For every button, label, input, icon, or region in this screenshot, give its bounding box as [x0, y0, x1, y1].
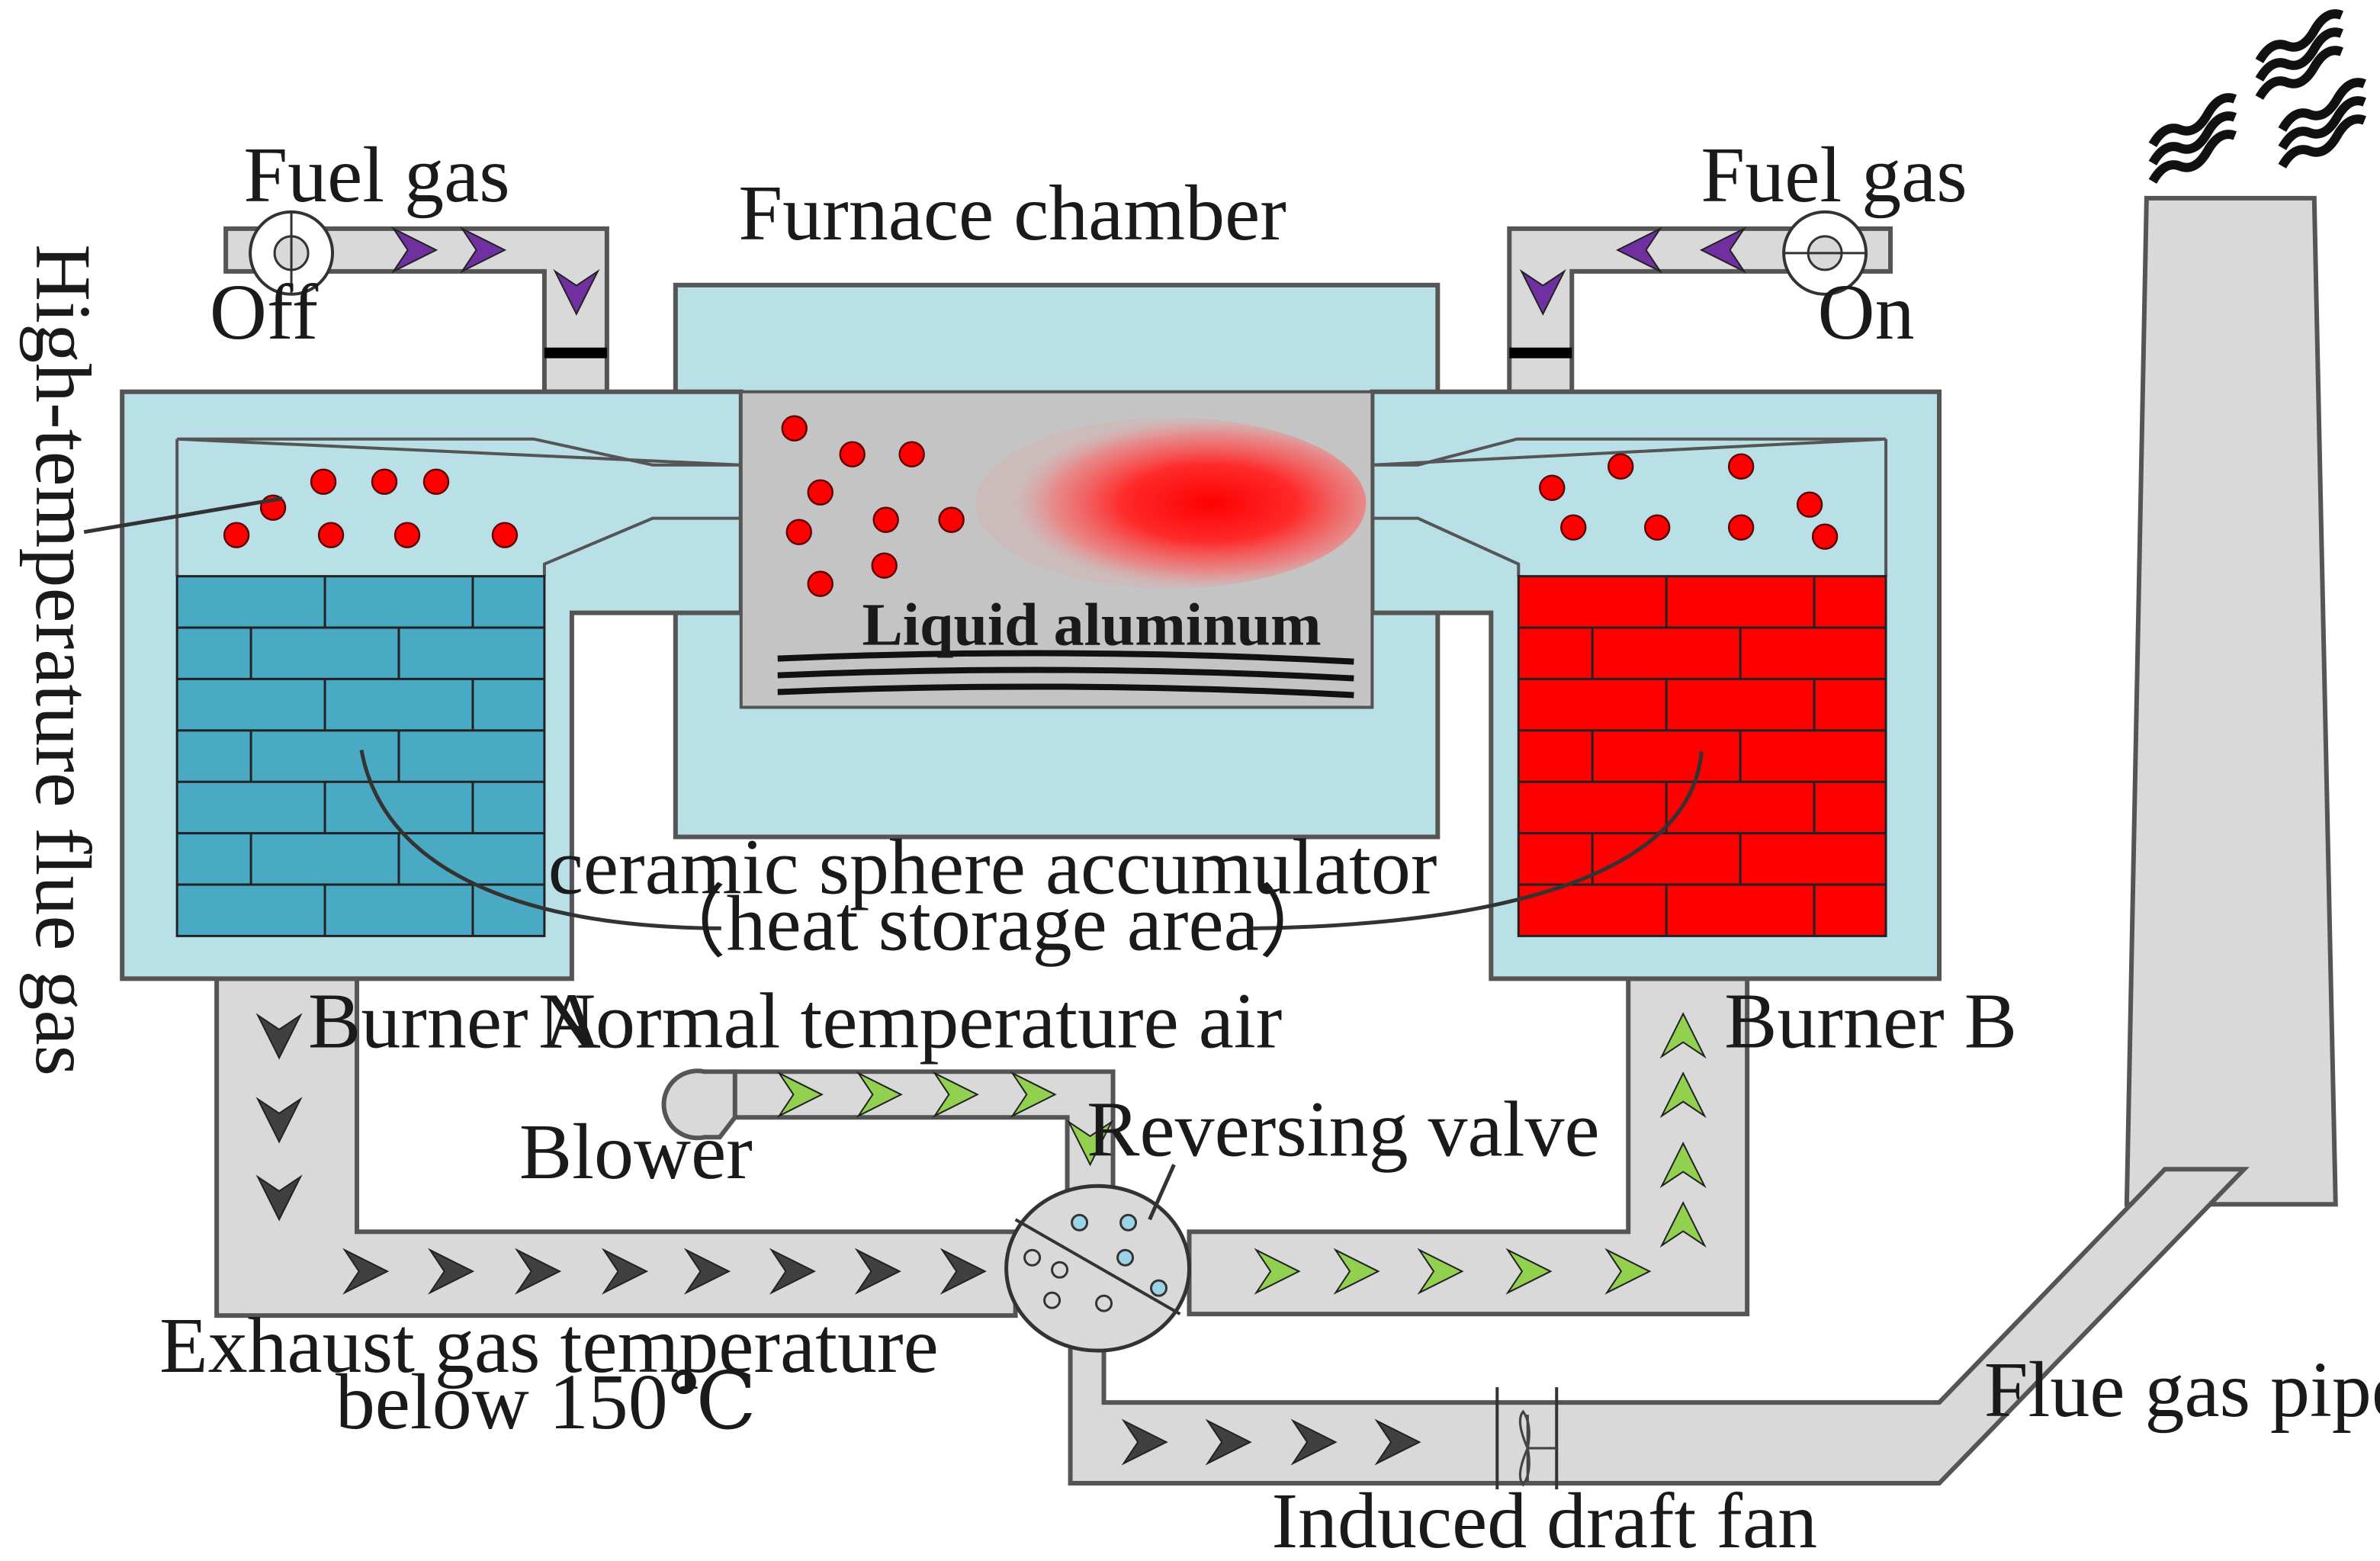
induced-draft-fan-label: Induced draft fan — [1271, 1477, 1817, 1561]
blower-icon — [661, 1068, 737, 1141]
reversing-valve[interactable] — [1004, 1184, 1191, 1353]
normal-air-duct — [729, 1069, 1116, 1201]
flow-arrow — [1659, 1200, 1707, 1248]
gas-dot — [807, 479, 833, 506]
flow-arrow — [1290, 1418, 1338, 1466]
normal-temp-air-label: Normal temperature air — [538, 977, 1282, 1065]
accumulator-sub-label: （heat storage area） — [647, 879, 1338, 967]
flow-arrow — [601, 1248, 649, 1295]
flow-arrow — [1659, 1012, 1707, 1059]
flue-gas-pipe-label: Flue gas pipe — [1984, 1346, 2380, 1434]
flow-arrow — [1519, 268, 1566, 316]
gas-dot — [1796, 491, 1823, 518]
flow-arrow — [1010, 1071, 1057, 1118]
exhaust-flow-arrows — [255, 1013, 1421, 1466]
gas-dot — [839, 441, 866, 467]
fan-icon — [1518, 1409, 1557, 1487]
flow-arrow — [1659, 1071, 1707, 1119]
gas-dot — [898, 441, 925, 467]
high-temp-flue-gas-label: High-temperature flue gas — [19, 244, 107, 1076]
flow-arrow — [776, 1071, 824, 1118]
burner-b-label: Burner B — [1724, 977, 2017, 1065]
flow-arrow — [1374, 1418, 1421, 1466]
flow-arrow — [932, 1071, 979, 1118]
fuel-flow-arrows — [391, 226, 1747, 316]
gas-dot — [491, 522, 519, 548]
gas-dot — [1811, 523, 1839, 550]
exhaust-temp-sub-label: below 150℃ — [336, 1358, 756, 1446]
furnace-chamber-label: Furnace chamber — [738, 169, 1286, 257]
gas-dot — [371, 468, 398, 495]
flow-arrow — [1505, 1248, 1553, 1295]
flow-arrow — [854, 1248, 901, 1295]
gas-dot — [310, 468, 337, 495]
fuel-gas-right-label: Fuel gas — [1701, 131, 1967, 219]
flow-arrow — [939, 1248, 987, 1295]
flow-arrow — [553, 268, 600, 316]
exhaust-temp-label: Exhaust gas temperature — [159, 1302, 939, 1389]
melt-chamber — [739, 390, 1374, 709]
flow-arrow — [1254, 1248, 1301, 1295]
flame — [975, 417, 1367, 589]
gas-dot — [1608, 453, 1634, 480]
gas-dot — [393, 522, 421, 548]
flow-arrow — [1604, 1248, 1652, 1295]
valve-left-state: Off — [210, 268, 319, 356]
gas-dot — [781, 415, 808, 442]
flow-arrow — [1659, 1142, 1707, 1189]
reversing-valve-label: Reversing valve — [1087, 1085, 1600, 1173]
chimney — [2124, 195, 2338, 1207]
flow-arrow — [769, 1248, 816, 1295]
valve-on-icon[interactable] — [1782, 210, 1868, 296]
flow-arrow — [1333, 1248, 1380, 1295]
gas-dot — [938, 506, 965, 533]
flow-arrow — [683, 1248, 731, 1295]
flow-arrow — [428, 1248, 475, 1295]
flow-arrow — [1699, 226, 1747, 274]
accumulator-label: ceramic sphere accumulator — [548, 823, 1437, 911]
gas-dot — [1727, 514, 1755, 541]
high-temperature-gas-dots — [223, 415, 1839, 597]
valve-off-icon[interactable] — [249, 210, 335, 296]
flow-arrow — [1615, 226, 1663, 274]
fuel-gas-left-label: Fuel gas — [243, 131, 509, 219]
gas-dot — [807, 570, 833, 597]
smoke-icon — [2148, 9, 2366, 185]
flow-arrow — [255, 1174, 303, 1222]
flow-arrow — [342, 1248, 390, 1295]
flow-arrow — [391, 226, 438, 274]
gas-dot — [422, 468, 450, 495]
leader-lines — [83, 496, 1704, 1221]
blower-label: Blower — [519, 1108, 753, 1196]
flow-arrow — [255, 1097, 303, 1144]
air-flow-arrows — [776, 1012, 1707, 1295]
liquid-aluminum-label: Liquid aluminum — [862, 592, 1321, 659]
flow-arrow — [460, 226, 507, 274]
gas-dot — [1727, 453, 1755, 480]
gas-dot — [871, 552, 898, 579]
gas-dot — [1560, 514, 1587, 541]
liquid-aluminum-waves — [777, 650, 1354, 699]
gas-dot — [785, 519, 812, 545]
gas-dot — [1644, 514, 1671, 541]
valve-right-state: On — [1818, 268, 1915, 356]
gas-dot — [223, 522, 250, 548]
flow-arrow — [1205, 1418, 1252, 1466]
flow-arrow — [856, 1071, 903, 1118]
flow-arrow — [1121, 1418, 1168, 1466]
flow-arrow — [1417, 1248, 1464, 1295]
gas-dot — [1539, 474, 1566, 501]
induced-draft-fan — [1495, 1387, 1559, 1490]
valve-dots — [1023, 1213, 1168, 1312]
flow-arrow — [255, 1013, 303, 1060]
regenerator-left-bricks — [175, 575, 546, 937]
gas-dot — [872, 506, 899, 533]
gas-dot — [317, 522, 345, 548]
flow-arrow — [1067, 1119, 1114, 1167]
flow-arrow — [515, 1248, 562, 1295]
burner-a-label: Burner A — [308, 977, 601, 1065]
